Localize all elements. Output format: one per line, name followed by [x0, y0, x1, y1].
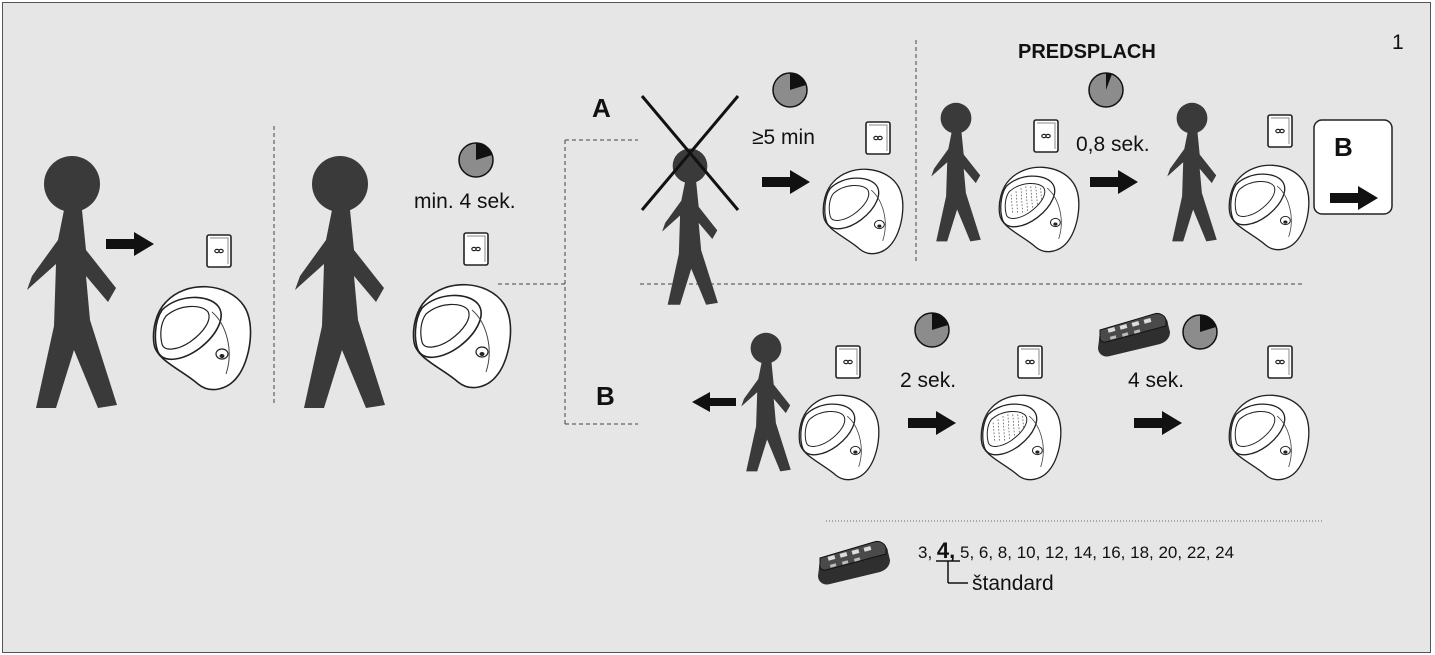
- remote-control-icon: [1097, 312, 1171, 358]
- timer-icon: [1182, 314, 1218, 350]
- standard-bracket: [936, 560, 968, 584]
- urinal-icon: [1228, 164, 1310, 251]
- cross-icon: [640, 95, 740, 211]
- sensor-icon: [1267, 345, 1293, 379]
- person-icon: [662, 148, 718, 305]
- preflush-time-label: 0,8 sek.: [1076, 133, 1150, 156]
- flush-duration-label: 4 sek.: [1128, 369, 1185, 392]
- sensor-icon: [206, 234, 232, 268]
- flush-delay-label: 2 sek.: [900, 369, 957, 392]
- branch-b-label: B: [596, 381, 615, 411]
- urinal-flushing-icon: [999, 167, 1079, 251]
- remote-control-icon: [817, 540, 891, 586]
- page-number: 1: [1392, 31, 1404, 54]
- urinal-icon: [412, 283, 512, 389]
- settings-default: 4,: [936, 538, 956, 563]
- settings-after: 5, 6, 8, 10, 12, 14, 16, 18, 20, 22, 24: [955, 543, 1235, 562]
- arrow-icon: [1090, 170, 1138, 194]
- arrow-icon: [106, 232, 154, 256]
- sensor-icon: [1267, 114, 1293, 148]
- person-icon: [295, 156, 385, 408]
- goto-b-box: [1313, 119, 1393, 215]
- timer-icon: [1088, 72, 1124, 108]
- settings-before: 3,: [918, 543, 937, 562]
- arrow-icon: [908, 411, 956, 435]
- sensor-icon: [835, 345, 861, 379]
- left-arrow-icon: [692, 392, 736, 412]
- preflush-title: PREDSPLACH: [1018, 41, 1156, 63]
- timer-icon: [772, 72, 808, 108]
- urinal-flushing-icon: [981, 395, 1061, 479]
- timer-icon: [914, 312, 950, 348]
- person-icon: [1167, 102, 1217, 242]
- person-icon: [741, 332, 791, 472]
- idle-time-label: ≥5 min: [752, 126, 815, 149]
- urinal-icon: [798, 394, 880, 481]
- sensor-icon: [865, 121, 891, 155]
- sensor-icon: [1033, 119, 1059, 153]
- arrow-icon: [762, 170, 810, 194]
- standard-label: štandard: [972, 572, 1054, 595]
- timer-icon: [458, 142, 494, 178]
- urinal-icon: [1228, 394, 1310, 481]
- sensor-icon: [463, 232, 489, 266]
- person-icon: [931, 102, 981, 242]
- person-icon: [27, 156, 117, 408]
- branch-bracket: [498, 139, 638, 425]
- urinal-icon: [822, 168, 904, 255]
- min-time-label: min. 4 sek.: [414, 190, 516, 213]
- branch-a-label: A: [592, 93, 611, 123]
- sensor-icon: [1017, 345, 1043, 379]
- settings-values: 3, 4, 5, 6, 8, 10, 12, 14, 16, 18, 20, 2…: [918, 540, 1234, 562]
- goto-b-label: B: [1334, 132, 1353, 162]
- arrow-icon: [1134, 411, 1182, 435]
- urinal-icon: [152, 285, 252, 391]
